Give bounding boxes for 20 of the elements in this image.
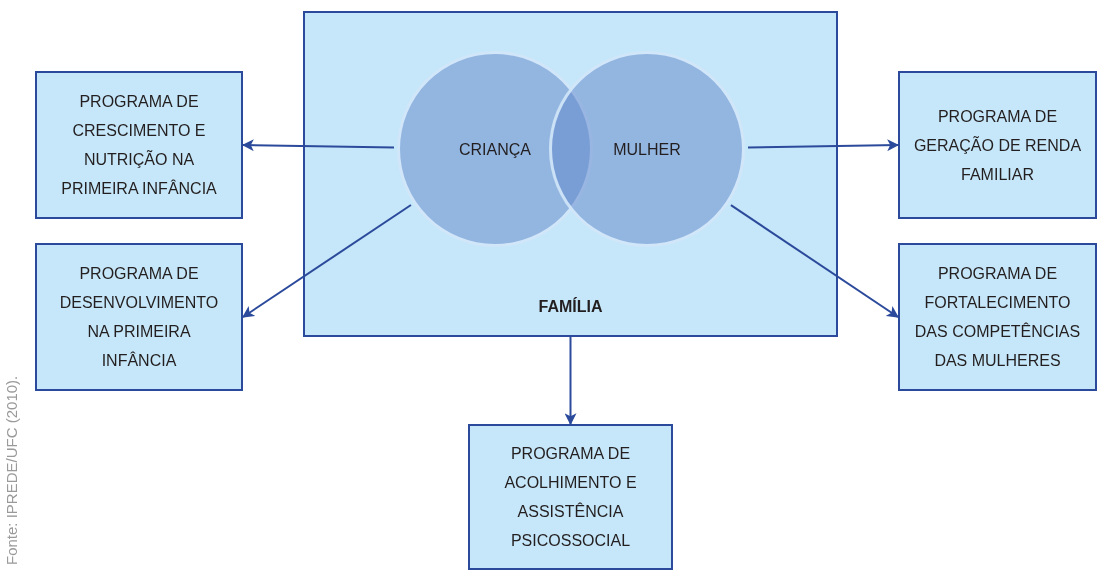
group-title: FAMÍLIA	[537, 296, 604, 317]
arrow	[242, 204, 412, 318]
program-box	[898, 243, 1097, 391]
circle-label: MULHER	[613, 139, 681, 160]
box-label: PROGRAMA DE DESENVOLVIMENTO NA PRIMEIRA INFÂNCIA	[59, 264, 219, 371]
arrow	[729, 204, 899, 318]
program-box	[35, 71, 243, 219]
program-box	[898, 71, 1097, 219]
program-box	[468, 424, 673, 570]
arrow	[747, 139, 900, 152]
arrow	[241, 139, 395, 152]
box-label: PROGRAMA DE FORTALECIMENTO DAS COMPETÊNCIAS DAS MULHERES	[913, 264, 1082, 371]
program-box	[35, 243, 243, 391]
family-box	[303, 11, 838, 337]
box-label: PROGRAMA DE ACOLHIMENTO E ASSISTÊNCIA PSICOSSOCIAL	[503, 444, 638, 551]
box-label: PROGRAMA DE GERAÇÃO DE RENDA FAMILIAR	[912, 106, 1083, 185]
arrow	[564, 336, 577, 426]
box-label: PROGRAMA DE CRESCIMENTO E NUTRIÇÃO NA PRIMEIRA INFÂNCIA	[61, 92, 217, 199]
source-note: Fonte: IPREDE/UFC (2010).	[3, 375, 20, 565]
circle-label: CRIANÇA	[459, 139, 531, 160]
